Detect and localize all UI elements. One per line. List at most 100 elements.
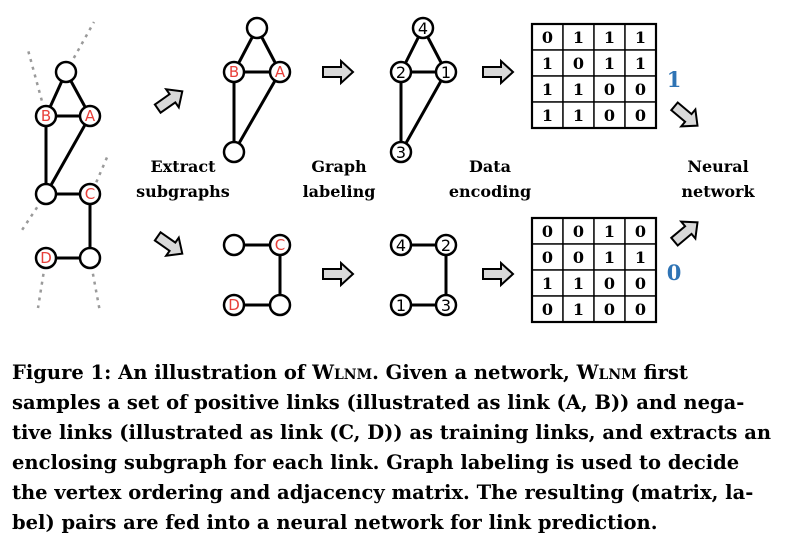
step-label-extract: subgraphs: [136, 182, 230, 201]
caption-text: . Given a network,: [372, 361, 577, 384]
caption-line: enclosing subgraph for each link. Graph …: [12, 448, 772, 478]
matrix-cell: [593, 101, 626, 129]
matrix-value: 1: [604, 54, 615, 73]
matrix-border: [530, 216, 658, 324]
node-label: 3: [441, 296, 451, 315]
node: [54, 60, 78, 84]
output-label-negative: 0: [667, 260, 682, 285]
matrix-cell: [624, 295, 657, 323]
matrix-cell: [624, 49, 657, 77]
step-label-network: network: [681, 182, 755, 201]
caption-text: An illustration of: [118, 361, 313, 384]
negative-subgraph: C D: [222, 233, 292, 317]
caption-text: the vertex ordering and adjacency matrix…: [12, 481, 754, 504]
matrix-value: 0: [542, 28, 553, 47]
node-label: D: [228, 296, 240, 314]
matrix-value: 1: [573, 274, 584, 293]
matrix-value: 1: [542, 80, 553, 99]
node-c: [78, 182, 102, 206]
node-b: [222, 60, 246, 84]
matrix-value: 1: [573, 80, 584, 99]
node-1: [434, 60, 458, 84]
arrow-icon: [322, 58, 355, 86]
matrix-value: 1: [604, 28, 615, 47]
node-label: A: [275, 63, 286, 81]
matrix-value: 0: [542, 300, 553, 319]
node-label: B: [41, 107, 51, 125]
matrix-value: 0: [604, 106, 615, 125]
matrix-cell: [593, 75, 626, 103]
matrix-value: 0: [542, 222, 553, 241]
step-label-labeling: labeling: [303, 182, 376, 201]
matrix-value: 1: [573, 106, 584, 125]
matrix-value: 0: [573, 222, 584, 241]
matrix-value: 1: [635, 28, 646, 47]
matrix-cell: [562, 101, 595, 129]
node-a: [268, 60, 292, 84]
node-d: [34, 246, 58, 270]
caption-line: bel) pairs are fed into a neural network…: [12, 508, 772, 538]
step-label-encoding: Data: [469, 157, 511, 176]
matrix-value: 0: [635, 106, 646, 125]
node-label: 1: [396, 296, 406, 315]
caption-line: the vertex ordering and adjacency matrix…: [12, 478, 772, 508]
matrix-border: [530, 22, 658, 130]
node: [78, 246, 102, 270]
arrow-icon: [322, 260, 355, 288]
figure-caption: Figure 1: An illustration of Wlnm. Given…: [12, 358, 772, 538]
node: [268, 293, 292, 317]
node-label: 2: [396, 63, 406, 82]
matrix-value: 1: [542, 274, 553, 293]
matrix-cell: [624, 243, 657, 271]
pipeline-diagram: B A C D B A: [20, 16, 755, 324]
node-label: C: [85, 185, 95, 203]
caption-text: first: [636, 361, 688, 384]
matrix-cell: [562, 49, 595, 77]
node: [34, 182, 58, 206]
caption-text: bel) pairs are fed into a neural network…: [12, 511, 658, 534]
arrow-icon: [153, 87, 184, 115]
edge: [44, 115, 92, 195]
caption-text: samples a set of positive links (illustr…: [12, 391, 745, 414]
positive-subgraph: B A: [222, 16, 292, 164]
arrow-icon: [669, 220, 699, 247]
step-label-labeling: Graph: [311, 157, 367, 176]
matrix-value: 1: [635, 54, 646, 73]
matrix-value: 1: [573, 300, 584, 319]
step-label-network: Neural: [687, 157, 748, 176]
negative-labeled-subgraph: 4 2 1 3: [389, 233, 458, 317]
arrow-icon: [482, 260, 515, 288]
matrix-value: 0: [635, 80, 646, 99]
node-a: [78, 104, 102, 128]
matrix-value: 0: [573, 54, 584, 73]
node: [222, 140, 246, 164]
node-label: 4: [396, 236, 406, 255]
node-label: 4: [418, 19, 428, 38]
matrix-value: 0: [604, 274, 615, 293]
node: [245, 16, 269, 40]
node-label: 2: [441, 236, 451, 255]
node-4: [411, 16, 435, 40]
node-2: [434, 233, 458, 257]
matrix-cell: [624, 269, 657, 297]
step-label-encoding: encoding: [449, 182, 531, 201]
caption-text: tive links (illustrated as link (C, D)) …: [12, 421, 772, 444]
matrix-cell: [593, 243, 626, 271]
matrix-value: 0: [604, 300, 615, 319]
matrix-value: 0: [573, 248, 584, 267]
positive-labeled-subgraph: 4 2 1 3: [389, 16, 458, 164]
caption-text: enclosing subgraph for each link. Graph …: [12, 451, 740, 474]
caption-label: Figure 1:: [12, 361, 119, 384]
node-d: [222, 293, 246, 317]
arrow-icon: [153, 230, 184, 258]
node-label: 1: [441, 63, 451, 82]
matrix-value: 1: [635, 248, 646, 267]
node-b: [34, 104, 58, 128]
matrix-value: 0: [635, 274, 646, 293]
edge: [399, 71, 448, 153]
node-2: [389, 60, 413, 84]
original-network: B A C D: [20, 21, 110, 313]
